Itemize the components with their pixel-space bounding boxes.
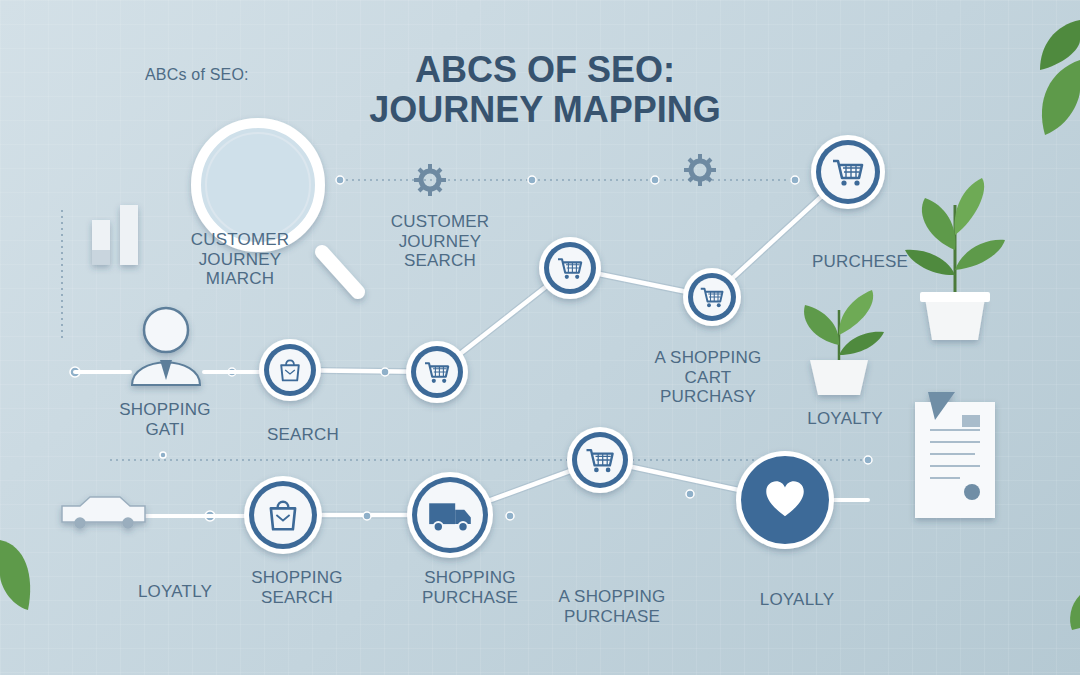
annotation-label: ABCs of SEO: (145, 66, 275, 84)
journey-step-circle: LOYALLY (736, 451, 834, 549)
journey-step-circle: A SHOPPING CART PURCHASY (683, 268, 741, 326)
step-label: SEARCH (248, 425, 358, 445)
step-label: CUSTOMER JOURNEY SEARCH (384, 212, 496, 271)
annotation-label: SHOPPING GATI (113, 400, 218, 439)
journey-step-circle: SEARCH (259, 339, 321, 401)
step-label: PURCHESE (805, 252, 915, 272)
journey-step-circle: CUSTOMER JOURNEY SEARCH (539, 237, 601, 299)
step-label: LOYALLY (747, 590, 847, 610)
diagram-title: ABCS OF SEO: JOURNEY MAPPING (325, 50, 765, 131)
step-label: A SHOPPING CART PURCHASY (643, 348, 773, 407)
journey-step-circle: A SHOPPING PURCHASE (567, 427, 633, 493)
annotation-label: LOYATLY (125, 582, 225, 602)
journey-step-circle: PURCHESE (811, 135, 885, 209)
annotation-label: CUSTOMER JOURNEY MIARCH (188, 230, 293, 289)
journey-step-circle: SHOPPING SEARCH (244, 476, 322, 554)
step-label: SHOPPING SEARCH (242, 568, 352, 607)
annotation-label: LOYALTY (795, 409, 895, 429)
step-label: A SHOPPING PURCHASE (547, 587, 677, 626)
journey-step-circle: SHOPPING PURCHASE (407, 472, 493, 558)
step-label: SHOPPING PURCHASE (415, 568, 525, 607)
